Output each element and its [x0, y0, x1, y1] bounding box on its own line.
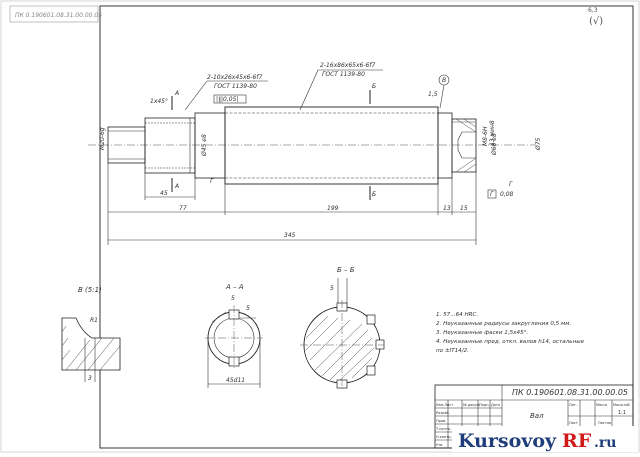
dim-len-345: 345 [284, 232, 296, 239]
bb-tooth-2 [375, 339, 385, 350]
section-aa-dim-top: 5 [231, 295, 235, 302]
roughness-mark: (√) [589, 16, 603, 27]
note-3: 3. Неуказанные фаски 1,5х45°. [436, 330, 528, 336]
tb-row-0: Изм.Лист [436, 403, 453, 407]
tb-mass: Масса [596, 403, 607, 407]
section-a-top: А [174, 90, 179, 97]
section-aa-title: А – А [225, 283, 244, 291]
view-v-radius: R1 [90, 317, 98, 324]
drawing-frame [99, 5, 634, 449]
callout-thread-right-std: ГОСТ 1139-80 [322, 71, 365, 78]
dim-d-mid1: Ø45 е8 [201, 134, 208, 157]
tb-row-3: Т.контр. [435, 427, 451, 431]
technical-notes: 1. 57...64 HRC. 2. Неуказанные радиусы з… [436, 312, 585, 354]
note-2: 2. Неуказанные радиусы закругления 0,5 м… [436, 321, 571, 327]
dim-b: 1,5 [428, 91, 438, 98]
stamp-top-text: ПК 0.190601.08.31.00.00.05 [15, 12, 102, 19]
tb-row-2: Пров. [436, 419, 446, 423]
datum-box [487, 189, 497, 199]
note-5: по ±IT14/2. [436, 348, 469, 354]
note-1: 1. 57...64 HRC. [436, 312, 478, 318]
dim-len-13: 13 [443, 205, 451, 212]
dim-d-right: Ø75 [535, 137, 542, 151]
view-v-letter: В [442, 77, 446, 84]
tb-col-0: № докум. [463, 403, 480, 407]
section-b-top: Б [372, 83, 376, 90]
section-a-bottom: А [174, 183, 179, 190]
section-bb-title: Б – Б [337, 266, 355, 274]
dim-len-77: 77 [179, 205, 187, 212]
section-b-bottom: Б [372, 191, 376, 198]
watermark-suffix: .ru [594, 435, 616, 451]
datum-value: 0,08 [500, 191, 514, 198]
tapped-hole [457, 131, 476, 159]
tb-sheets: Листов [598, 421, 611, 425]
callout-thread-left-std: ГОСТ 1139-80 [214, 83, 257, 90]
note-4: 4. Неуказанные пред. откл. валов h14, ос… [436, 339, 585, 345]
tb-col-1: Подп. [479, 403, 490, 407]
tb-row-5: Утв. [436, 443, 443, 447]
tb-lit: Лит. [569, 403, 577, 407]
shaft-main-view: М20-6g Ø45 е8 Ø60 е8 Ø75 М8-6Н 13 мин8 2… [88, 62, 542, 245]
view-v-title: В (5:1) [78, 286, 102, 294]
section-bb: Б – Б 5 [300, 266, 385, 390]
dim-len-199: 199 [327, 205, 339, 212]
title-code: ПК 0.190601.08.31.00.00.05 [512, 388, 628, 397]
stamp-box [9, 5, 99, 23]
section-g2: Г [210, 178, 214, 185]
tb-row-4: Н.контр. [436, 435, 452, 439]
dim-d-left: М20-6g [99, 127, 106, 150]
tb-scale-h: Масштаб [613, 403, 630, 407]
hole-thread: М8-6Н [482, 126, 489, 146]
dim-len-45: 45 [160, 190, 168, 197]
bb-tooth-1 [366, 314, 376, 325]
callout-chamfer: 1х45° [150, 98, 168, 105]
tb-row-1: Разраб. [436, 411, 450, 415]
tolerance-text: |∥|0,05| [216, 96, 238, 103]
section-aa: А – А 5 5 45d11 [205, 283, 263, 388]
tb-scale: 1:1 [618, 410, 626, 416]
dim-d-mid2: Ø60 е8 [491, 133, 498, 156]
kursovoy-watermark: Kursovoy RF .ru [452, 426, 638, 452]
section-bb-dim-top: 5 [330, 285, 334, 292]
watermark-prefix: Kursovoy [458, 430, 557, 452]
view-v-dim3: 3 [88, 375, 92, 382]
callout-thread-left: 2-10х26х45х6-6f7 [207, 74, 262, 81]
title-name: Вал [530, 412, 544, 420]
section-aa-dim-side: 5 [246, 305, 250, 312]
dim-len-15: 15 [460, 205, 468, 212]
tolerance-frame [213, 94, 247, 104]
section-aa-dim-bottom: 45d11 [226, 377, 245, 384]
tb-sheet: Лист [569, 421, 578, 425]
bb-tooth-3 [366, 365, 376, 376]
tb-col-2: Дата [491, 403, 500, 407]
view-v-detail: В (5:1) R1 3 [61, 286, 121, 382]
watermark-accent: RF [562, 430, 592, 452]
datum-letter: Г [490, 191, 494, 198]
roughness-value: 6,3 [588, 7, 598, 14]
callout-thread-right: 2-16х86х65х6-6f7 [320, 62, 375, 69]
hole-depth: 13 мин8 [489, 120, 496, 146]
section-g: Г [509, 181, 513, 188]
